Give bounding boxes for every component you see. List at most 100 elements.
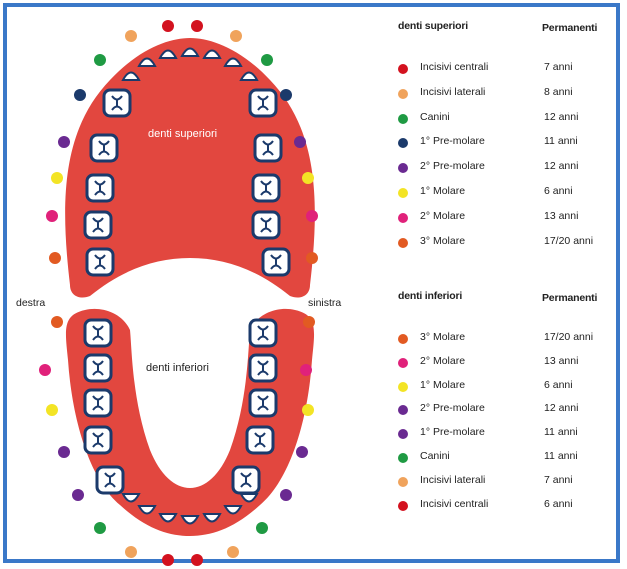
lower-arch-label: denti inferiori: [146, 362, 209, 374]
legend-tooth-name: Incisivi laterali: [420, 86, 485, 98]
eruption-dot: [227, 546, 239, 558]
eruption-dot: [306, 252, 318, 264]
legend-eruption-age: 11 anni: [544, 135, 578, 147]
molar-tooth: [85, 212, 111, 238]
right-side-label: destra: [16, 297, 45, 309]
molar-tooth: [91, 135, 117, 161]
eruption-dot: [296, 446, 308, 458]
molar-tooth: [85, 390, 111, 416]
molar-tooth: [255, 135, 281, 161]
molar-tooth: [85, 320, 111, 346]
legend-row: Incisivi centrali7 anni: [398, 61, 618, 77]
legend-tooth-name: Incisivi laterali: [420, 474, 485, 486]
legend-row: 1° Molare 6 anni: [398, 379, 618, 395]
molar-tooth: [87, 249, 113, 275]
legend-dot: [398, 382, 408, 392]
legend-row: 1° Pre-molare 11 anni: [398, 426, 618, 442]
legend-dot: [398, 453, 408, 463]
legend-tooth-name: 2° Pre-molare: [420, 160, 485, 172]
legend-eruption-age: 12 anni: [544, 111, 578, 123]
legend-dot: [398, 138, 408, 148]
legend-row: 2° Molare 13 anni: [398, 355, 618, 371]
eruption-dot: [72, 489, 84, 501]
molar-tooth: [233, 467, 259, 493]
molar-tooth: [87, 175, 113, 201]
eruption-dot: [191, 20, 203, 32]
legend-dot: [398, 358, 408, 368]
legend-tooth-name: 3° Molare: [420, 331, 465, 343]
eruption-dot: [51, 172, 63, 184]
molar-tooth: [253, 175, 279, 201]
legend-eruption-age: 6 anni: [544, 379, 573, 391]
upper-legend-title: denti superiori: [398, 20, 468, 32]
legend-eruption-age: 6 anni: [544, 185, 573, 197]
legend-dot: [398, 89, 408, 99]
legend-tooth-name: 1° Molare: [420, 379, 465, 391]
molar-tooth: [104, 90, 130, 116]
eruption-dot: [280, 489, 292, 501]
legend-eruption-age: 13 anni: [544, 210, 578, 222]
molar-tooth: [250, 320, 276, 346]
legend-dot: [398, 238, 408, 248]
molar-tooth: [253, 212, 279, 238]
legend-tooth-name: 2° Pre-molare: [420, 402, 485, 414]
eruption-dot: [94, 522, 106, 534]
molar-tooth: [250, 355, 276, 381]
eruption-dot: [58, 136, 70, 148]
legend-row: Canini 12 anni: [398, 111, 618, 127]
legend-dot: [398, 188, 408, 198]
legend-row: 2° Molare 13 anni: [398, 210, 618, 226]
legend-eruption-age: 7 anni: [544, 61, 573, 73]
eruption-dot: [302, 404, 314, 416]
legend-tooth-name: Canini: [420, 111, 450, 123]
molar-tooth: [85, 427, 111, 453]
lower-legend-title: denti inferiori: [398, 290, 462, 302]
molar-tooth: [85, 355, 111, 381]
legend-row: Incisivi centrali 6 anni: [398, 498, 618, 514]
legend-dot: [398, 163, 408, 173]
eruption-dot: [125, 546, 137, 558]
legend-eruption-age: 17/20 anni: [544, 235, 593, 247]
eruption-dot: [46, 210, 58, 222]
legend-tooth-name: 3° Molare: [420, 235, 465, 247]
legend-dot: [398, 114, 408, 124]
legend-eruption-age: 6 anni: [544, 498, 573, 510]
eruption-dot: [51, 316, 63, 328]
legend-tooth-name: 1° Pre-molare: [420, 135, 485, 147]
legend-dot: [398, 405, 408, 415]
legend-eruption-age: 13 anni: [544, 355, 578, 367]
legend-tooth-name: 2° Molare: [420, 355, 465, 367]
eruption-dot: [162, 554, 174, 566]
legend-tooth-name: 2° Molare: [420, 210, 465, 222]
legend-dot: [398, 213, 408, 223]
upper-arch-label: denti superiori: [148, 128, 217, 140]
legend-row: 3° Molare 17/20 anni: [398, 235, 618, 251]
eruption-dot: [125, 30, 137, 42]
lower-legend-column: Permanenti: [542, 292, 597, 304]
eruption-dot: [162, 20, 174, 32]
eruption-dot: [302, 172, 314, 184]
eruption-dot: [294, 136, 306, 148]
legend-dot: [398, 501, 408, 511]
molar-tooth: [250, 90, 276, 116]
legend-eruption-age: 11 anni: [544, 426, 578, 438]
legend-tooth-name: 1° Pre-molare: [420, 426, 485, 438]
legend-tooth-name: 1° Molare: [420, 185, 465, 197]
molar-tooth: [250, 390, 276, 416]
eruption-dot: [191, 554, 203, 566]
legend-tooth-name: Canini: [420, 450, 450, 462]
legend-eruption-age: 17/20 anni: [544, 331, 593, 343]
legend-eruption-age: 12 anni: [544, 160, 578, 172]
legend-row: 2° Pre-molare 12 anni: [398, 160, 618, 176]
eruption-dot: [94, 54, 106, 66]
eruption-dot: [280, 89, 292, 101]
legend-row: 3° Molare 17/20 anni: [398, 331, 618, 347]
legend-dot: [398, 429, 408, 439]
eruption-dot: [261, 54, 273, 66]
upper-legend-column: Permanenti: [542, 22, 597, 34]
eruption-dot: [58, 446, 70, 458]
eruption-dot: [306, 210, 318, 222]
legend-tooth-name: Incisivi centrali: [420, 498, 488, 510]
